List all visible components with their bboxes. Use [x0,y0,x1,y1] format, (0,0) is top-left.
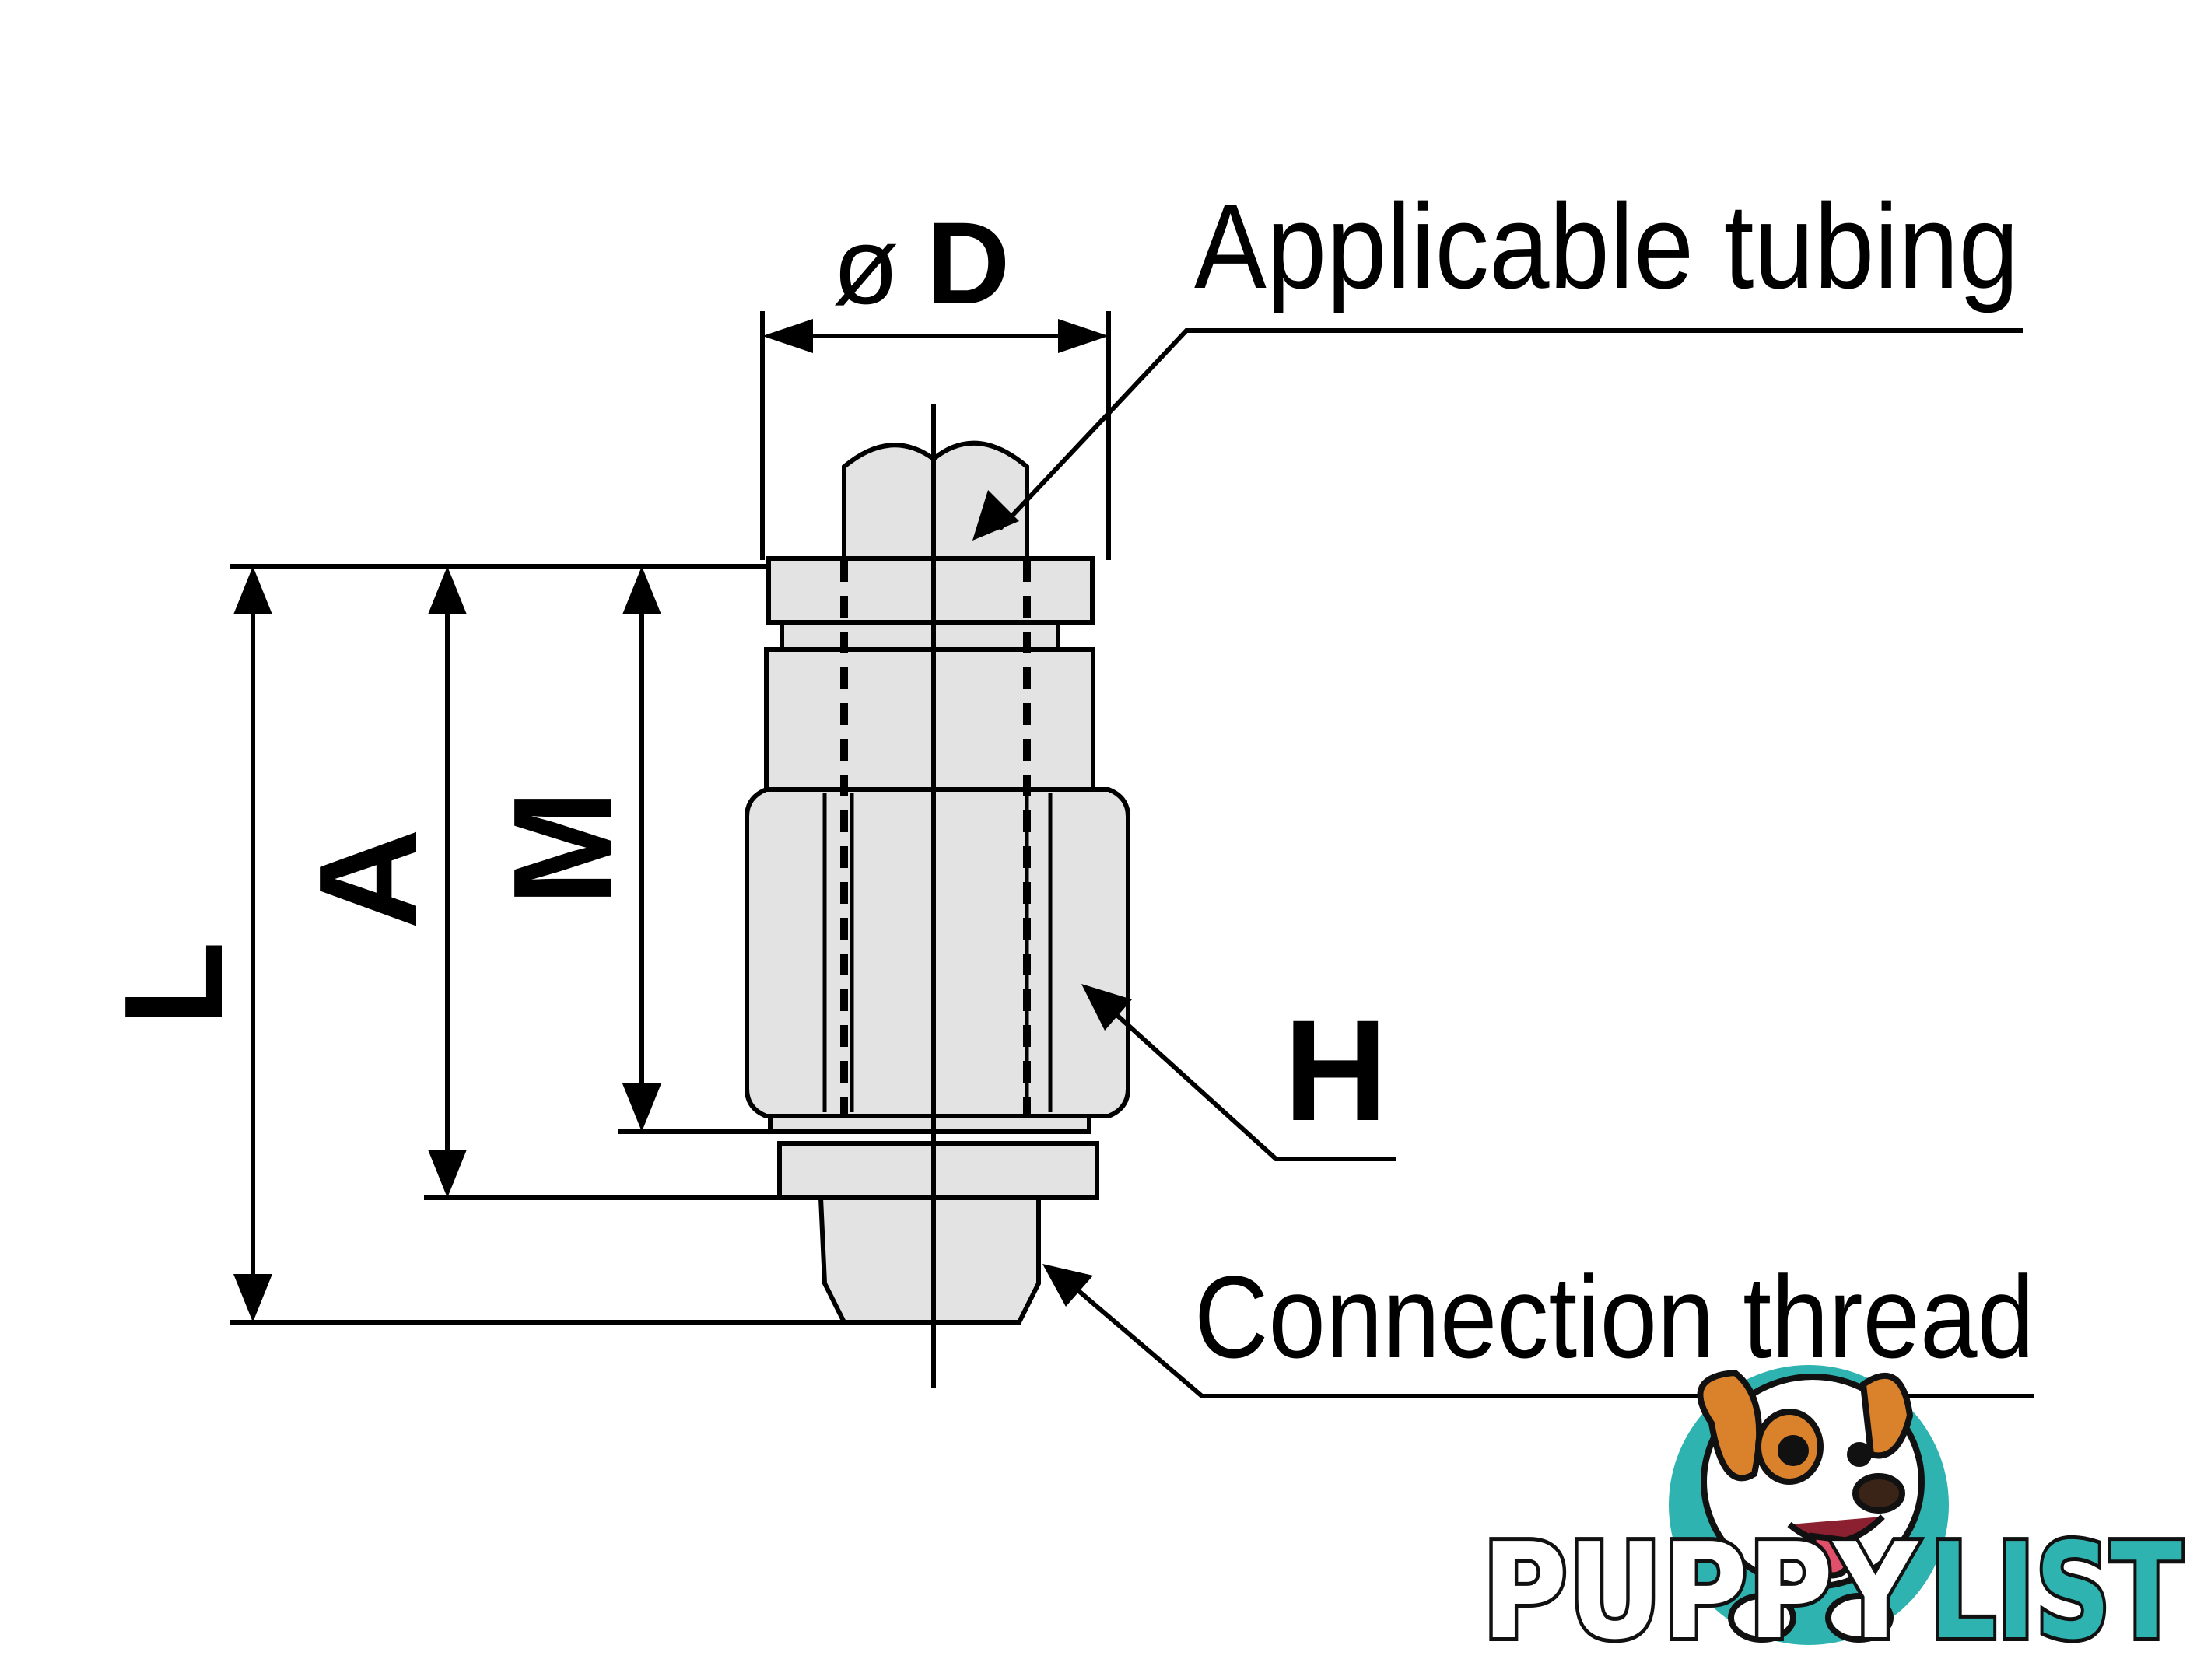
hex-face-lines [766,787,1109,1118]
neck-washer [768,1114,1091,1134]
release-ring [766,556,1095,625]
dimension-L-label: L [96,941,252,1027]
puppylist-logo: PUPPY LIST [1478,1365,2186,1673]
leader-arrowheads [972,490,1132,1307]
dimension-arrowheads [233,319,1109,1322]
hidden-bore-lines [840,560,1031,1120]
fitting-body [745,440,1130,1325]
leader-lines [997,328,2034,1398]
dimension-M-label: M [485,789,641,906]
gasket [777,1141,1099,1200]
hex-nut [745,787,1130,1118]
connection-thread-body [818,1195,1041,1325]
body-upper [764,647,1095,792]
collar [780,620,1060,652]
applicable-tubing-label: Applicable tubing [1194,179,2019,313]
dimension-lines [230,311,1111,1325]
beagle-dog-mascot-icon [1697,1369,1925,1643]
logo-word-puppy: PUPPY [1482,1515,1919,1669]
connection-thread-label: Connection thread [1194,1251,2034,1382]
diameter-symbol: ø [832,205,899,327]
dimension-A-label: A [290,828,447,929]
diameter-letter: D [926,198,1010,328]
logo-word-list: LIST [1929,1515,2182,1669]
dimension-H-label: H [1284,991,1388,1151]
